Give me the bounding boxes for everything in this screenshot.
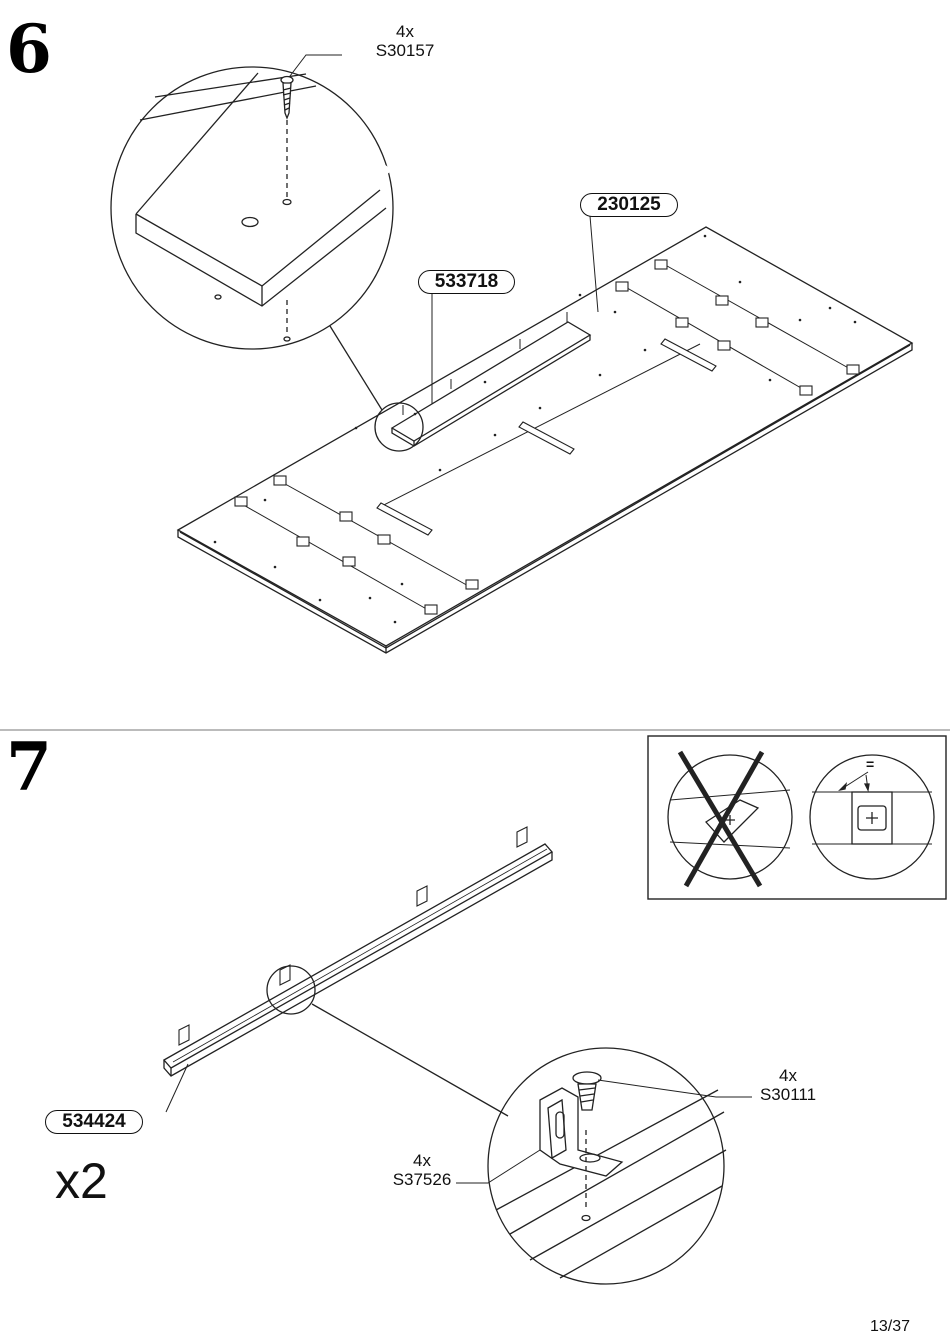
warning-box [647,735,947,900]
equal-distance-sign: = [866,756,875,772]
part-label-230125: 230125 [580,193,678,217]
part-label-533718: 533718 [418,270,515,294]
screw-s30157-qty: 4x [396,22,414,41]
page-number: 13/37 [870,1318,911,1335]
step-7-number: 7 [6,728,52,806]
screw-s30111-qty: 4x [779,1066,797,1085]
rail-brackets [178,826,528,1046]
panel-holes [213,234,857,624]
panel-brackets [234,259,860,615]
panel-rails [239,261,853,612]
connector-bars [376,338,717,536]
screw-s30157-code: S30157 [375,41,435,60]
batten-screws [402,312,568,415]
bracket-s37526-qty: 4x [413,1151,431,1170]
step7-detail-magnifier [266,965,727,1285]
screw-s30157-callout: 4x S30157 [355,22,455,60]
screw-s30111-code: S30111 [759,1085,817,1104]
bracket-s37526-callout: 4x S37526 [372,1151,472,1189]
part-label-534424: 534424 [45,1110,143,1134]
step6-detail-magnifier [110,66,424,452]
bracket-s37526-code: S37526 [392,1170,452,1189]
step-6-number: 6 [6,10,52,88]
quantity-multiplier: x2 [55,1153,108,1209]
screw-s30111-callout: 4x S30111 [738,1066,838,1104]
rail-534424 [162,843,554,1077]
